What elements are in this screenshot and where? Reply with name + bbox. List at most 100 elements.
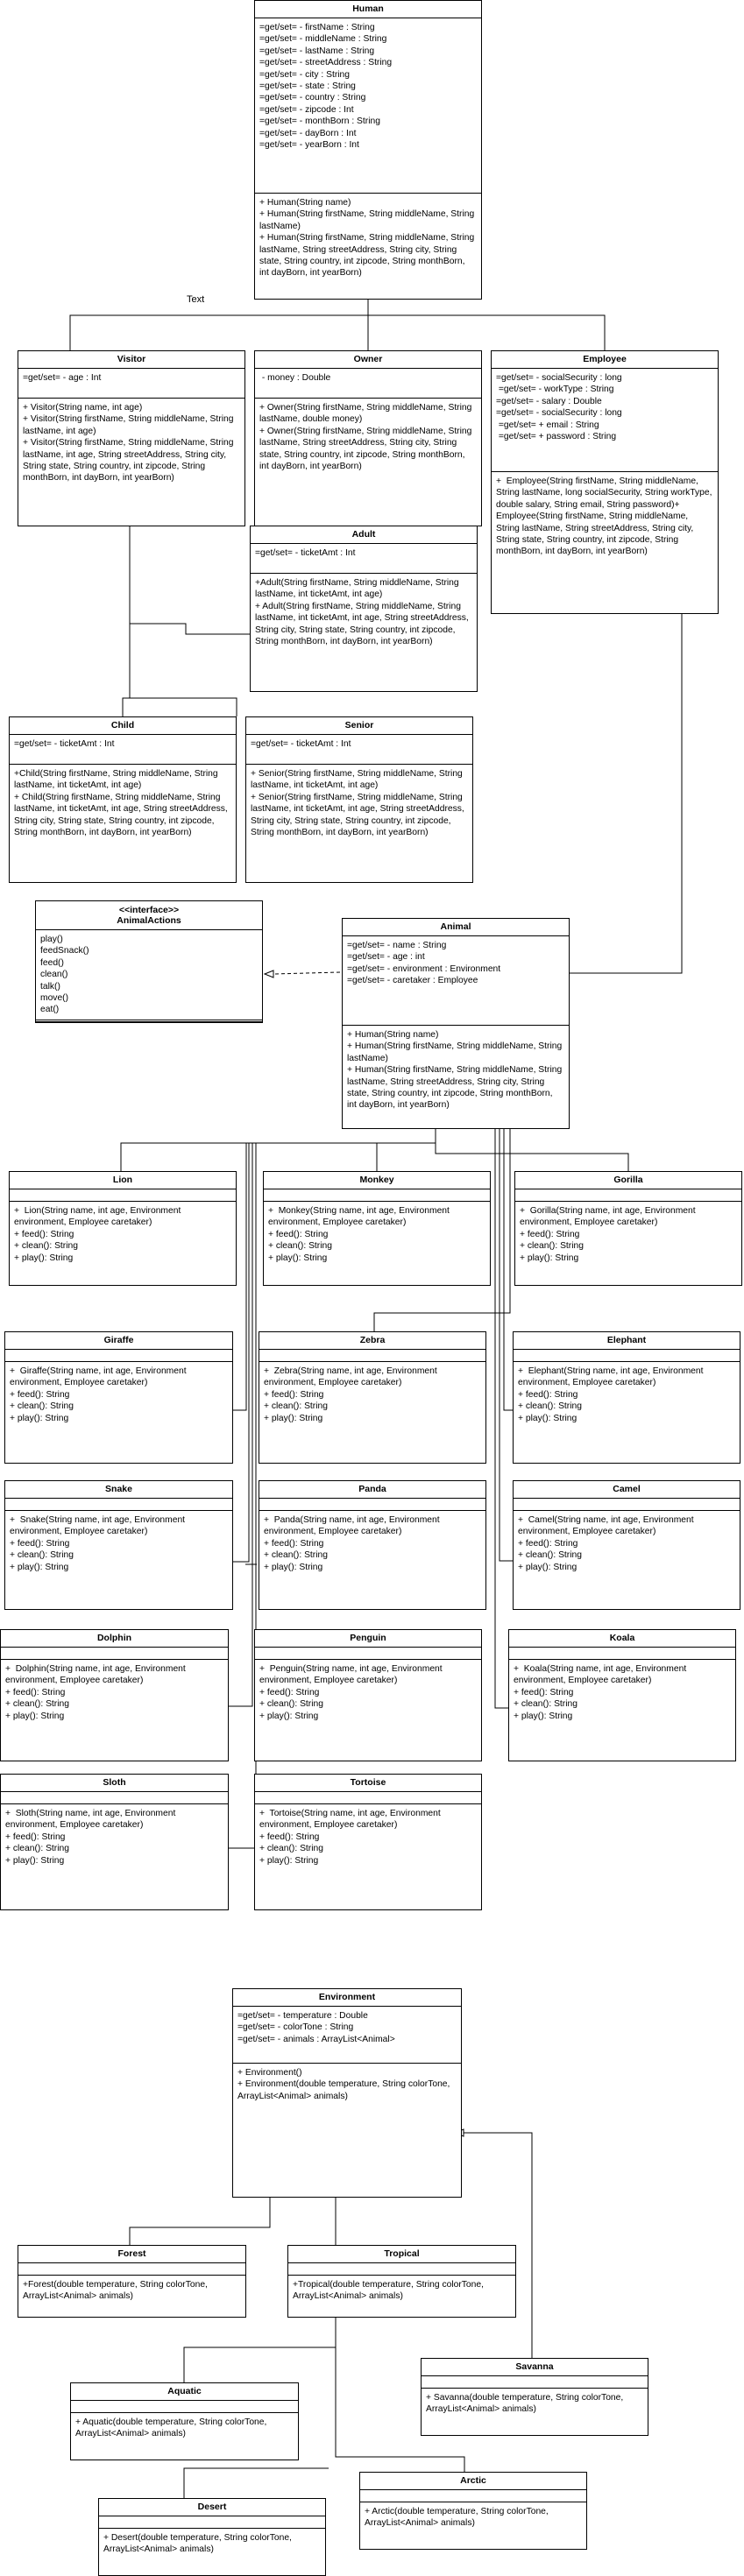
class-arctic: Arctic + Arctic(double temperature, Strin… xyxy=(359,2472,587,2550)
class-name: Child xyxy=(10,717,236,735)
class-human: Human=get/set= - firstName : String =get… xyxy=(254,0,482,300)
class-name: Elephant xyxy=(514,1332,740,1350)
class-koala: Koala+ Koala(String name, int age, Envir… xyxy=(508,1629,736,1761)
class-methods: +Adult(String firstName, String middleNa… xyxy=(255,578,469,647)
class-elephant: Elephant + Elephant(String name, int age,… xyxy=(513,1331,740,1464)
class-attributes xyxy=(422,2376,648,2389)
edge-animal-animalactions xyxy=(273,971,341,975)
class-methods: + Employee(String firstName, String midd… xyxy=(496,476,715,557)
class-name: Dolphin xyxy=(1,1630,228,1648)
class-name: Arctic xyxy=(360,2473,586,2490)
class-methods: + Senior(String firstName, String middle… xyxy=(251,769,464,838)
class-attributes xyxy=(255,1792,481,1804)
class-name: Tortoise xyxy=(255,1775,481,1792)
class-methods: + Arctic(double temperature, String colo… xyxy=(365,2507,551,2529)
edge-senior-visitor xyxy=(130,697,237,716)
class-methods: +Child(String firstName, String middleNa… xyxy=(14,769,228,838)
class-attributes xyxy=(514,1499,740,1511)
class-name: Visitor xyxy=(18,351,244,369)
class-attributes: =get/set= - name : String =get/set= - ag… xyxy=(343,936,569,1026)
class-attributes: =get/set= - age : Int xyxy=(18,369,244,399)
class-name: Human xyxy=(255,1,481,18)
class-methods: + Dolphin(String name, int age, Environm… xyxy=(5,1664,186,1721)
class-name: Camel xyxy=(514,1481,740,1499)
class-name: Sloth xyxy=(1,1775,228,1792)
class-lion: Lion + Lion(String name, int age, Environ… xyxy=(9,1171,237,1286)
edge-desert-environment xyxy=(183,2467,329,2498)
class-visitor: Visitor=get/set= - age : Int + Visitor(St… xyxy=(18,350,245,526)
edge-gorilla-animal xyxy=(435,1123,629,1171)
class-employee: Employee=get/set= - socialSecurity : lon… xyxy=(491,350,719,614)
class-camel: Camel+ Camel(String name, int age, Envir… xyxy=(513,1480,740,1610)
class-attributes xyxy=(264,1189,490,1202)
class-monkey: Monkey + Monkey(String name, int age, Env… xyxy=(263,1171,491,1286)
class-methods: + Snake(String name, int age, Environmen… xyxy=(10,1515,186,1572)
class-name: Senior xyxy=(246,717,472,735)
class-methods: + Lion(String name, int age, Environment… xyxy=(14,1206,181,1263)
class-name: Desert xyxy=(99,2499,325,2516)
edge-forest-environment xyxy=(129,2191,271,2245)
class-tropical: Tropical+Tropical(double temperature, St… xyxy=(287,2245,516,2318)
class-methods: + Sloth(String name, int age, Environmen… xyxy=(5,1809,176,1866)
class-attributes xyxy=(255,1648,481,1660)
class-environment: Environment=get/set= - temperature : Dou… xyxy=(232,1988,462,2198)
class-methods: + Aquatic(double temperature, String col… xyxy=(75,2417,269,2439)
class-giraffe: Giraffe+ Giraffe(String name, int age, E… xyxy=(4,1331,233,1464)
class-methods: + Owner(String firstName, String middleN… xyxy=(259,403,472,472)
class-methods: + Monkey(String name, int age, Environme… xyxy=(268,1206,450,1263)
class-attributes: =get/set= - firstName : String =get/set=… xyxy=(255,18,481,194)
class-animal: Animal=get/set= - name : String =get/set… xyxy=(342,918,570,1129)
edge-visitor-human xyxy=(69,291,369,350)
class-methods: + Gorilla(String name, int age, Environm… xyxy=(520,1206,696,1263)
class-name: Aquatic xyxy=(71,2383,298,2401)
class-name: Koala xyxy=(509,1630,735,1648)
class-attributes xyxy=(259,1350,485,1362)
class-methods: + Visitor(String name, int age) + Visito… xyxy=(23,403,234,483)
class-methods: + Zebra(String name, int age, Environmen… xyxy=(264,1366,437,1423)
class-senior: Senior=get/set= - ticketAmt : Int + Senio… xyxy=(245,716,473,883)
class-forest: Forest +Forest(double temperature, String… xyxy=(18,2245,246,2318)
text-label: Text xyxy=(187,294,205,305)
edge-camel-animal xyxy=(499,1123,513,1562)
class-attributes: =get/set= - ticketAmt : Int xyxy=(246,735,472,765)
edge-adult-visitor xyxy=(130,623,250,635)
class-name: Zebra xyxy=(259,1332,485,1350)
class-name: Savanna xyxy=(422,2359,648,2376)
class-methods: +Forest(double temperature, String color… xyxy=(23,2280,210,2302)
class-methods: + Panda(String name, int age, Environmen… xyxy=(264,1515,440,1572)
class-methods: + Giraffe(String name, int age, Environm… xyxy=(10,1366,187,1423)
class-name: Lion xyxy=(10,1172,236,1189)
class-name: Animal xyxy=(343,919,569,936)
class-desert: Desert + Desert(double temperature, Strin… xyxy=(98,2498,326,2576)
class-methods: + Desert(double temperature, String colo… xyxy=(103,2533,294,2555)
class-savanna: Savanna+ Savanna(double temperature, Str… xyxy=(421,2358,648,2436)
class-methods: + Elephant(String name, int age, Environ… xyxy=(518,1366,704,1423)
class-attributes: =get/set= - temperature : Double =get/se… xyxy=(233,2007,461,2064)
class-methods: + Human(String name) + Human(String firs… xyxy=(347,1030,563,1111)
class-owner: Owner - money : Double+ Owner(String fir… xyxy=(254,350,482,526)
class-panda: Panda+ Panda(String name, int age, Envir… xyxy=(259,1480,486,1610)
class-name: Forest xyxy=(18,2246,245,2263)
class-methods: + Human(String name) + Human(String firs… xyxy=(259,198,475,279)
class-attributes xyxy=(1,1792,228,1804)
class-name: <<interface>> AnimalActions xyxy=(36,901,262,930)
class-snake: Snake+ Snake(String name, int age, Envir… xyxy=(4,1480,233,1610)
class-attributes: =get/set= - ticketAmt : Int xyxy=(251,544,477,574)
class-sloth: Sloth + Sloth(String name, int age, Envir… xyxy=(0,1774,229,1910)
class-aquatic: Aquatic + Aquatic(double temperature, Str… xyxy=(70,2382,299,2460)
class-name: Monkey xyxy=(264,1172,490,1189)
class-attributes: =get/set= - ticketAmt : Int xyxy=(10,735,236,765)
class-attributes: play() feedSnack() feed() clean() talk()… xyxy=(36,930,262,1022)
class-attributes xyxy=(10,1189,236,1202)
class-attributes xyxy=(5,1350,232,1362)
class-tortoise: Tortoise+ Tortoise(String name, int age,… xyxy=(254,1774,482,1910)
class-child: Child=get/set= - ticketAmt : Int +Child(S… xyxy=(9,716,237,883)
class-attributes xyxy=(1,1648,228,1660)
class-attributes xyxy=(515,1189,741,1202)
class-attributes xyxy=(259,1499,485,1511)
class-attributes xyxy=(514,1350,740,1362)
class-attributes xyxy=(5,1499,232,1511)
class-methods: + Penguin(String name, int age, Environm… xyxy=(259,1664,443,1721)
edge-koala-animal xyxy=(494,1123,508,1709)
